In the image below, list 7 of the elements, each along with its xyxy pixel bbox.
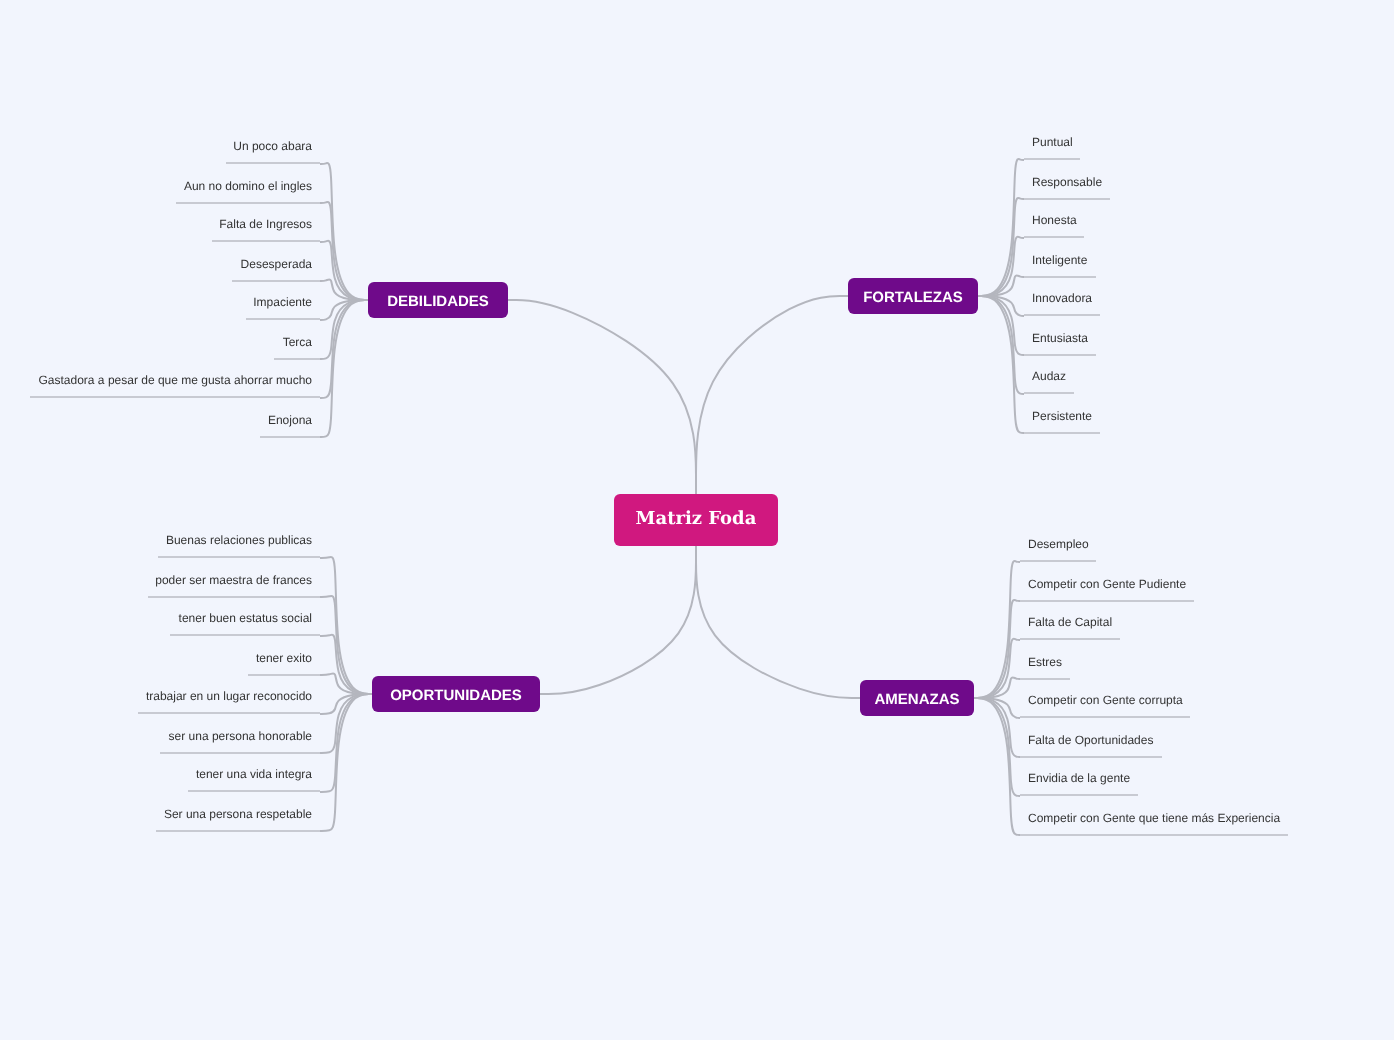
connector-line xyxy=(973,697,1021,836)
connector-line xyxy=(695,545,861,699)
central-topic-box: Matriz Foda xyxy=(614,494,778,546)
connector-line xyxy=(319,693,373,832)
connector-line xyxy=(977,295,1025,434)
connector-line xyxy=(695,295,849,495)
connector-line xyxy=(319,299,369,438)
